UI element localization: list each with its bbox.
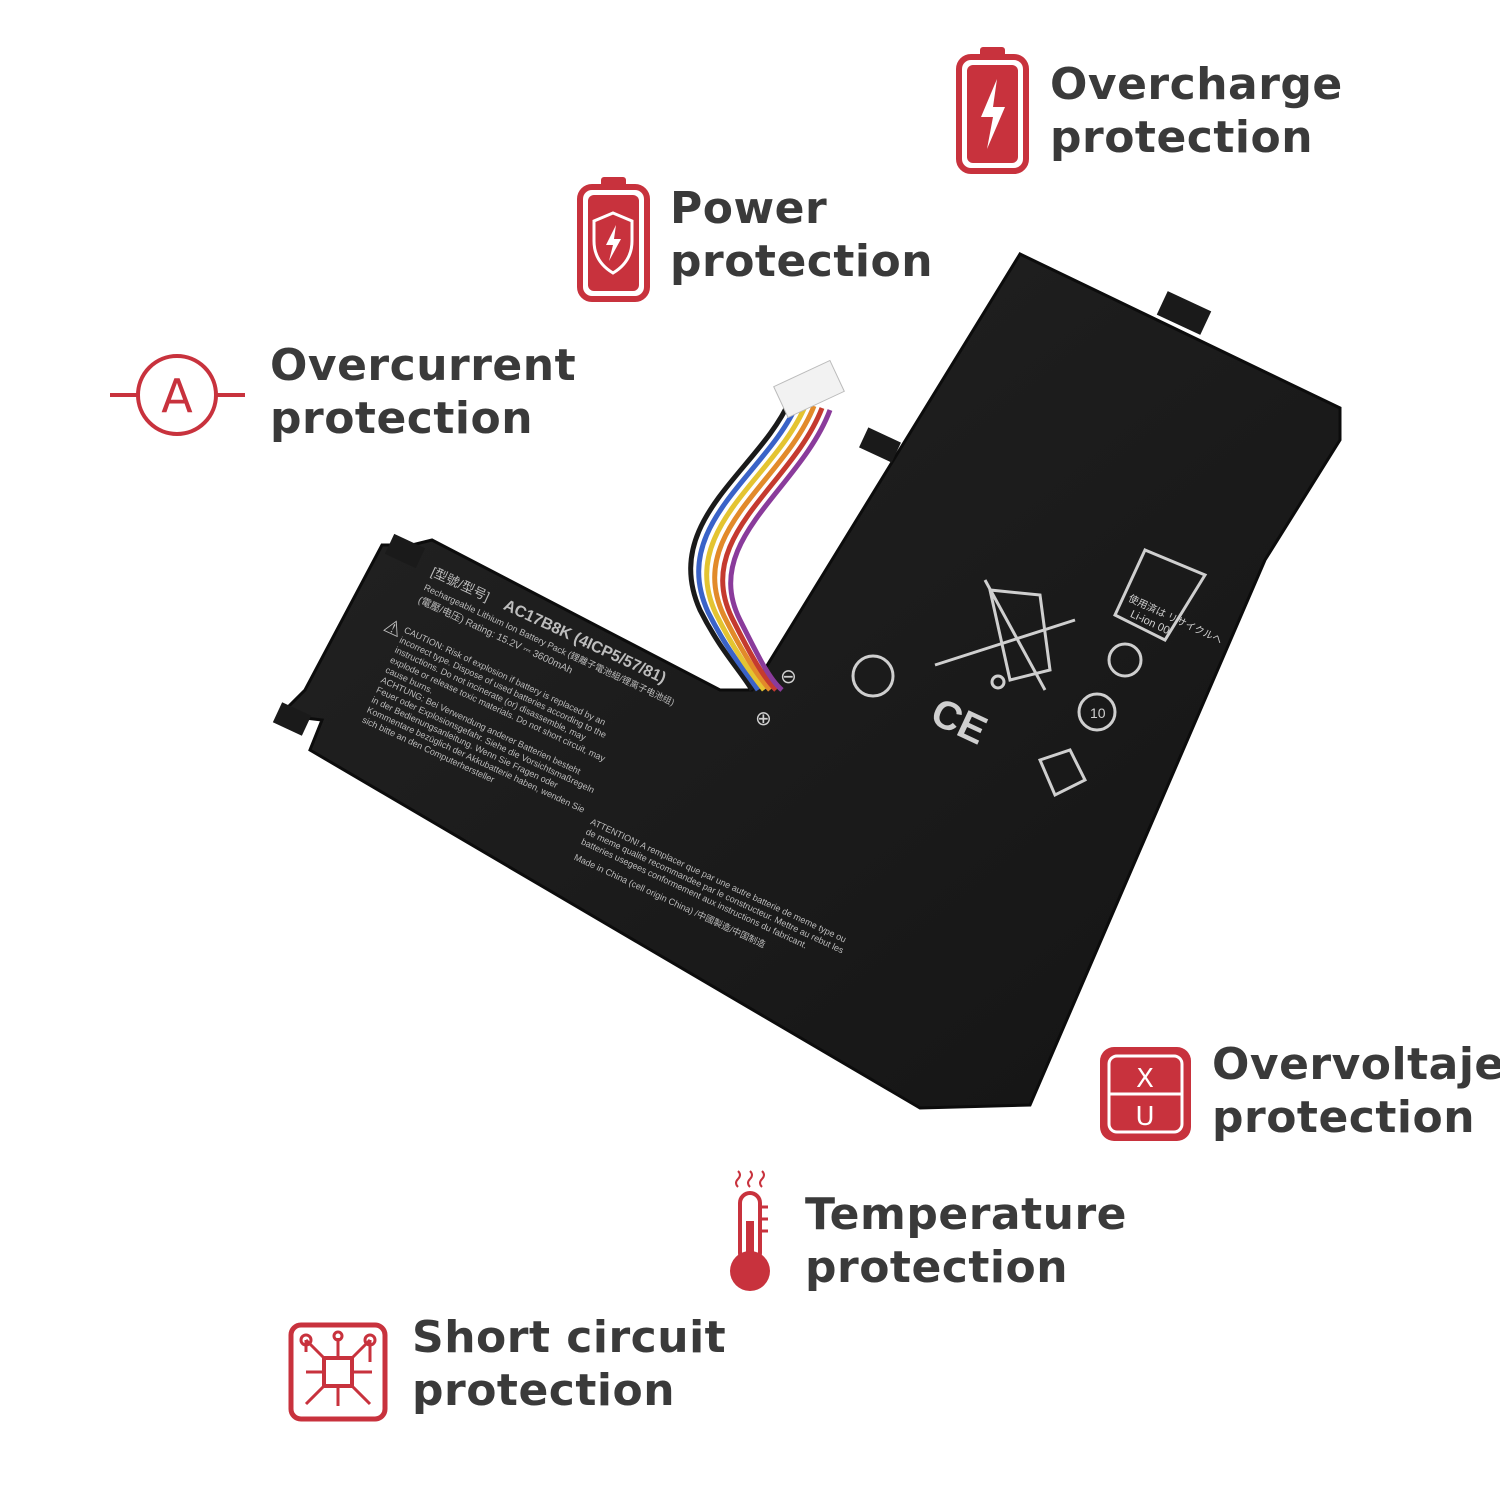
- thermometer-icon: [730, 1170, 770, 1291]
- battery-charge-icon: [956, 47, 1029, 174]
- ten-year-label: 10: [1090, 705, 1106, 721]
- voltage-icon-top: X: [1136, 1064, 1154, 1094]
- bin-wheel: [990, 674, 1006, 690]
- recycle-box: [1113, 548, 1208, 642]
- voltage-icon: X U: [1100, 1047, 1191, 1141]
- gs-mark-icon: [851, 654, 895, 698]
- no-disposal-icon: [1107, 642, 1143, 678]
- battery-connector-plug: [773, 359, 845, 419]
- plus-terminal: ⊕: [755, 706, 772, 730]
- battery-tab: [1156, 291, 1212, 335]
- battery-tab: [272, 702, 312, 736]
- battery-shield-icon: [577, 177, 650, 302]
- minus-terminal: ⊖: [780, 664, 797, 688]
- ammeter-letter: A: [161, 369, 193, 423]
- ten-year-icon: [1077, 692, 1117, 732]
- battery-connector-wires: [688, 399, 833, 692]
- circuit-chip-icon: [288, 1322, 388, 1422]
- battery-tab: [859, 427, 901, 463]
- crossed-bin-icon: [934, 579, 1076, 691]
- battery-recycle-icon: [1037, 748, 1088, 798]
- voltage-icon-bottom: U: [1135, 1102, 1154, 1132]
- ammeter-icon: A: [110, 354, 245, 436]
- battery-tab: [384, 533, 426, 569]
